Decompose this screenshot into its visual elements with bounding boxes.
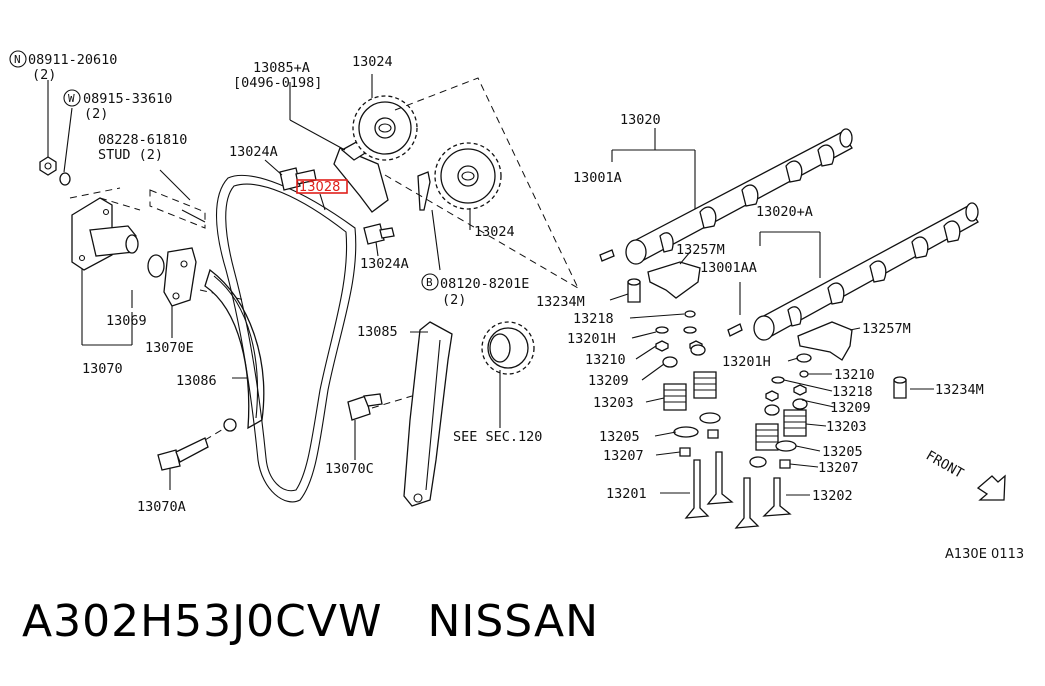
footer-part-number: A302H53J0CVW NISSAN — [22, 596, 599, 647]
nut — [39, 156, 57, 176]
gasket — [163, 247, 197, 307]
symbol-n-icon: N — [9, 50, 27, 68]
label-13201: 13201 — [606, 486, 647, 502]
label-13069: 13069 — [106, 313, 147, 329]
bolt-08120 — [417, 171, 431, 211]
symbol-w-icon: W — [63, 89, 81, 107]
label-13205-b: 13205 — [822, 444, 863, 460]
chain-guide-13086 — [204, 268, 265, 432]
rocker-arm-13257M-a — [647, 261, 701, 299]
label-13020: 13020 — [620, 112, 661, 128]
front-arrow-icon — [976, 474, 1006, 501]
highlight-13028 — [296, 179, 348, 194]
label-13218-a: 13218 — [573, 311, 614, 327]
label-n-code: 08911-20610 — [28, 52, 117, 68]
label-13203-b: 13203 — [826, 419, 867, 435]
label-13024A-top: 13024A — [229, 144, 278, 160]
label-w-qty: (2) — [84, 106, 108, 122]
valve-train-right — [734, 353, 812, 529]
footer-part-code: A302H53J0CVW — [22, 596, 383, 647]
label-13234M-a: 13234M — [536, 294, 585, 310]
bolt-13070C — [347, 393, 383, 421]
symbol-b-icon: B — [421, 273, 439, 291]
label-b-code: 08120-8201E — [440, 276, 529, 292]
chain-guide-upper — [333, 139, 389, 213]
label-13210-a: 13210 — [585, 352, 626, 368]
label-13207-a: 13207 — [603, 448, 644, 464]
symbol-n: N — [14, 53, 21, 66]
symbol-b: B — [426, 276, 433, 289]
bolt-13070A — [157, 427, 226, 471]
label-13203-a: 13203 — [593, 395, 634, 411]
chain-guide-13085 — [403, 321, 453, 507]
chain-leaders — [264, 74, 471, 460]
o-ring — [147, 254, 165, 278]
chain-tensioner — [71, 197, 139, 271]
label-13020A: 13020+A — [756, 204, 813, 220]
label-13024-mid: 13024 — [474, 224, 515, 240]
bolt-13024A-mid — [363, 223, 395, 245]
label-13085A: 13085+A — [253, 60, 310, 76]
label-stud-code: 08228-61810 — [98, 132, 187, 148]
dowel-pin-13001AA — [727, 323, 743, 337]
label-b-qty: (2) — [442, 292, 466, 308]
label-13209-b: 13209 — [830, 400, 871, 416]
label-13001A: 13001A — [573, 170, 622, 186]
right-leaders — [611, 128, 821, 315]
valve-leaders — [629, 313, 835, 496]
lash-adjuster-13234M-b — [893, 376, 907, 399]
label-13205-a: 13205 — [599, 429, 640, 445]
label-13001AA: 13001AA — [700, 260, 757, 276]
lash-adjuster-13234M-a — [627, 278, 641, 303]
dowel-pin-13001A — [599, 249, 615, 262]
label-w-code: 08915-33610 — [83, 91, 172, 107]
cam-sprocket-lower — [434, 142, 502, 210]
label-13070: 13070 — [82, 361, 123, 377]
label-13085: 13085 — [357, 324, 398, 340]
label-13218-b: 13218 — [832, 384, 873, 400]
label-13024-top: 13024 — [352, 54, 393, 70]
cam-sprocket-upper — [352, 95, 418, 161]
symbol-w: W — [68, 92, 75, 105]
label-stud: STUD (2) — [98, 147, 163, 163]
label-13086: 13086 — [176, 373, 217, 389]
label-13257M-a: 13257M — [676, 242, 725, 258]
figure-code: A130E 0113 — [945, 547, 1024, 562]
camshaft-13020A — [753, 202, 979, 341]
label-13024A-mid: 13024A — [360, 256, 409, 272]
washer — [59, 172, 71, 186]
label-13201H-a: 13201H — [567, 331, 616, 347]
label-13207-b: 13207 — [818, 460, 859, 476]
label-front: FRONT — [923, 448, 966, 482]
label-13210-b: 13210 — [834, 367, 875, 383]
label-13085A-range: [0496-0198] — [233, 75, 322, 91]
label-13209-a: 13209 — [588, 373, 629, 389]
label-see-sec: SEE SEC.120 — [453, 429, 542, 445]
camshaft-13020 — [625, 128, 853, 265]
label-13201H-b: 13201H — [722, 354, 771, 370]
label-13070A: 13070A — [137, 499, 186, 515]
footer-brand: NISSAN — [427, 596, 600, 647]
label-13070E: 13070E — [145, 340, 194, 356]
label-13070C: 13070C — [325, 461, 374, 477]
label-13202: 13202 — [812, 488, 853, 504]
label-n-qty: (2) — [32, 67, 56, 83]
valve-train-left — [655, 310, 734, 519]
label-13028: 13028 — [299, 180, 340, 195]
label-13234M-b: 13234M — [935, 382, 984, 398]
rocker-arm-13257M-b — [797, 321, 853, 361]
crank-sprocket — [481, 321, 535, 375]
timing-chain — [216, 174, 357, 503]
label-13257M-b: 13257M — [862, 321, 911, 337]
